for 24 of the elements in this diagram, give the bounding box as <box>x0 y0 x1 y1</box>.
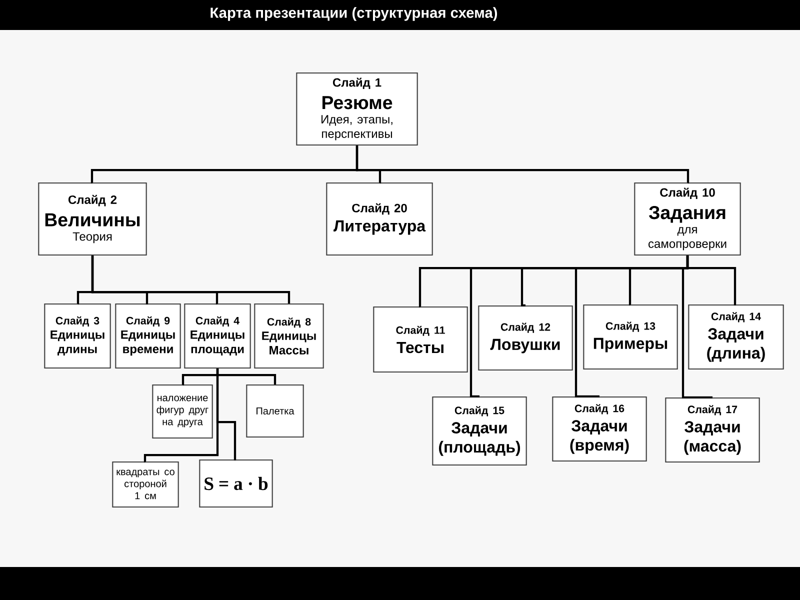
slide-box: Слайд 13 Примеры <box>583 304 678 370</box>
slide-box: Слайд 2 Величины Теория <box>38 182 147 256</box>
slide-box: квадраты со стороной 1 см <box>112 461 179 508</box>
connector-line <box>356 146 690 184</box>
connector-line <box>682 256 712 399</box>
slide-box: Слайд 8 Единицы Массы <box>254 303 324 369</box>
slide-box: Слайд 3 Единицы длины <box>44 303 111 369</box>
slide-box: Слайд 10 Задания для самопроверки <box>634 182 741 256</box>
slide-box: Слайд 17 Задачи (масса) <box>665 397 760 463</box>
slide-box: Слайд 16 Задачи (время) <box>552 396 647 462</box>
slide-box: Слайд 20 Литература <box>326 182 433 256</box>
connector-line <box>91 256 290 304</box>
slide-box: Слайд 12 Ловушки <box>478 305 573 371</box>
title: Карта презентации (структурная схема) <box>210 7 498 21</box>
slide-box: Слайд 15 Задачи (площадь) <box>432 396 527 466</box>
connector-line <box>216 368 236 461</box>
slide-box: Слайд 1 Резюме Идея, этапы, перспективы <box>296 72 418 146</box>
slide-box: Палетка <box>246 384 304 438</box>
slide-box: наложение фигур друг на друга <box>152 384 213 439</box>
slide-box: Слайд 4 Единицы площади <box>184 303 251 369</box>
slide-box: Слайд 14 Задачи (длина) <box>688 304 784 370</box>
slide-box: Слайд 11 Тесты <box>373 306 468 373</box>
slide-box: Слайд 9 Единицы времени <box>115 303 181 369</box>
slide-box: S = a · b <box>199 459 273 508</box>
